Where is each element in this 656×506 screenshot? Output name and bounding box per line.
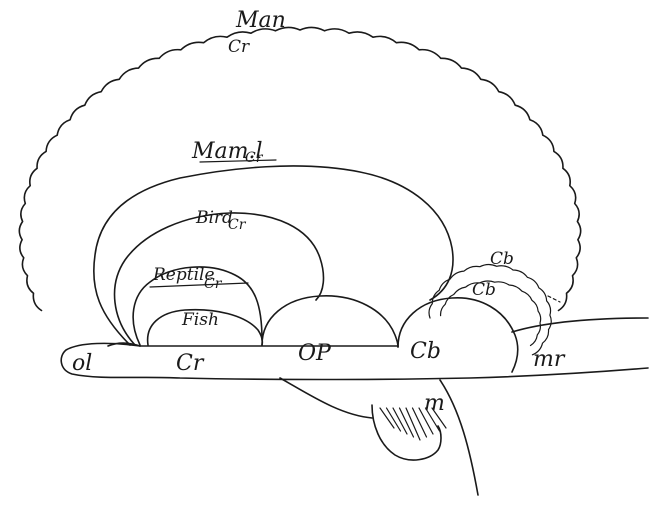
lower-stalk-left xyxy=(280,378,372,418)
label-bird-cr: Cr xyxy=(228,217,247,233)
lower-stalk-right xyxy=(440,380,478,495)
label-cb-upper: Cb xyxy=(490,249,514,269)
label-m: m xyxy=(424,391,445,416)
cerebellum-hood-upper xyxy=(429,264,551,354)
optic-lobe-outline xyxy=(262,296,398,347)
label-op: OP xyxy=(298,341,332,366)
label-mr: mr xyxy=(533,347,566,372)
label-man-cr: Cr xyxy=(228,37,250,57)
label-mammal-cr: Cr xyxy=(245,150,264,166)
label-cb-lower: Cb xyxy=(472,280,496,300)
label-cb: Cb xyxy=(410,339,441,364)
label-man: Man xyxy=(235,8,286,33)
mammal-cerebrum-outline xyxy=(94,166,453,345)
cerebellum-dash xyxy=(548,296,560,302)
label-ol: ol xyxy=(72,351,92,376)
label-fish: Fish xyxy=(181,310,219,330)
medulla-top-line xyxy=(512,318,648,332)
label-cr: Cr xyxy=(176,351,205,376)
